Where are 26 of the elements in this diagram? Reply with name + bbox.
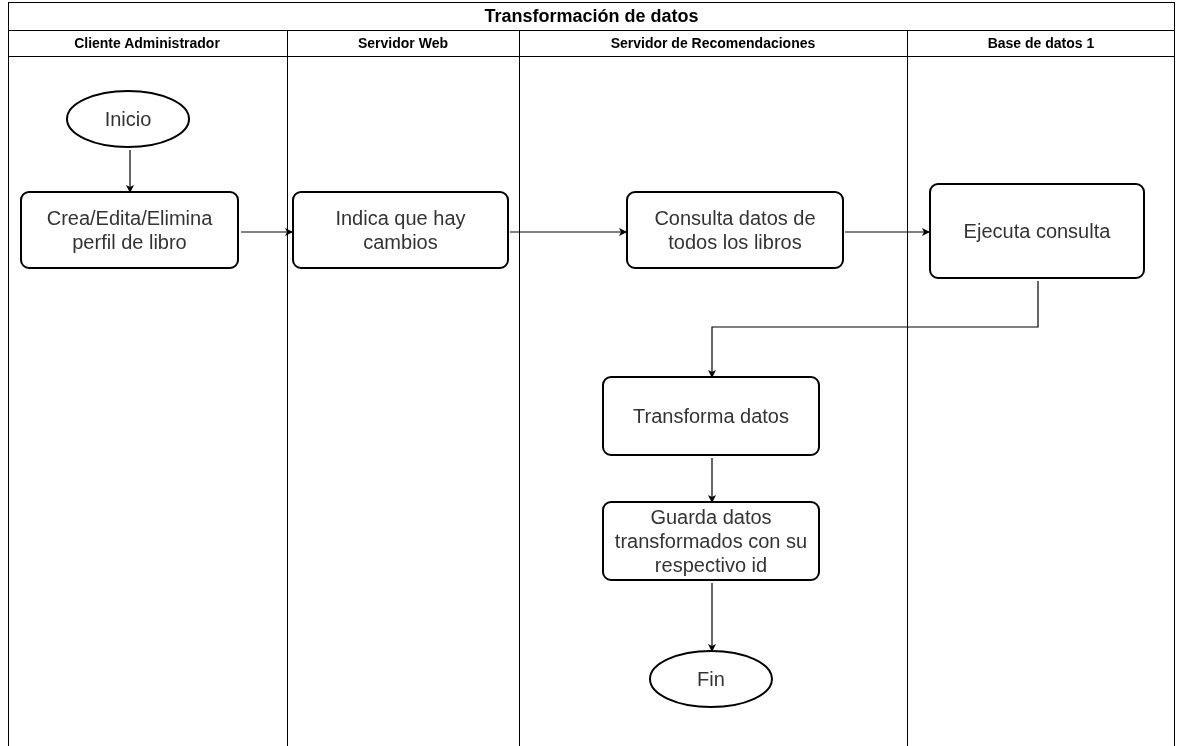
terminator-ellipse xyxy=(649,650,773,708)
terminator-label: Inicio xyxy=(104,107,152,131)
process-box: Guarda datos transformados con su respectivo id xyxy=(602,501,820,581)
process-box: Ejecuta consulta xyxy=(929,183,1145,279)
process-box: Consulta datos de todos los libros xyxy=(626,191,844,269)
arrow xyxy=(708,280,1039,379)
swimlane xyxy=(906,30,1175,746)
process-box: Crea/Edita/Elimina perfil de libro xyxy=(20,191,239,269)
process-box: Indica que hay cambios xyxy=(292,191,509,269)
arrow xyxy=(844,228,931,236)
terminator-ellipse xyxy=(66,90,190,148)
swimlane xyxy=(518,30,907,746)
pool-title: Transformación de datos xyxy=(9,3,1174,31)
arrow xyxy=(708,582,716,653)
arrow xyxy=(240,228,294,236)
arrow xyxy=(126,149,134,194)
swimlane-pool xyxy=(8,2,1175,746)
process-box: Transforma datos xyxy=(602,376,820,456)
lane-header: Cliente Administrador xyxy=(7,30,287,57)
lane-header: Base de datos 1 xyxy=(907,30,1175,57)
lane-header: Servidor de Recomendaciones xyxy=(519,30,907,57)
arrow xyxy=(509,228,628,236)
arrow xyxy=(708,457,716,504)
terminator-label: Fin xyxy=(697,667,725,691)
swimlane xyxy=(286,30,519,746)
lane-header: Servidor Web xyxy=(287,30,519,57)
